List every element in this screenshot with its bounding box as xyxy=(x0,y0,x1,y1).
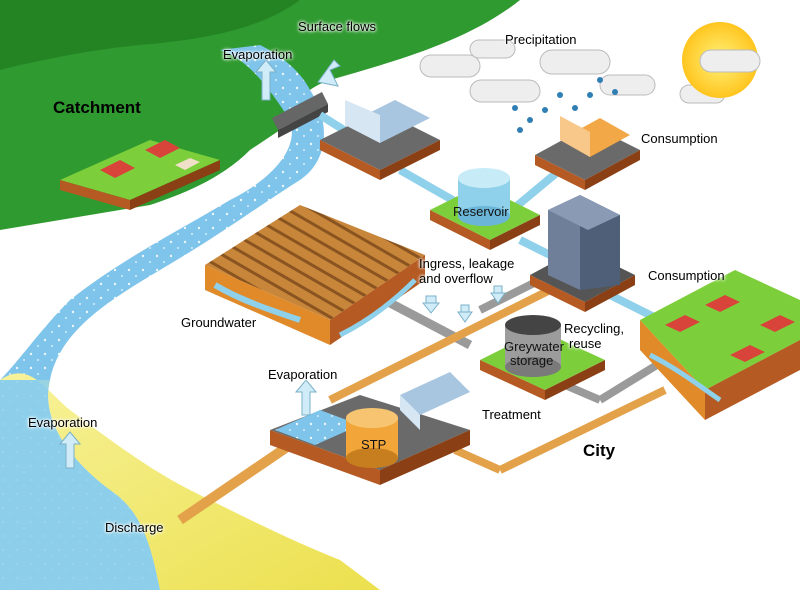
label-reservoir: Reservoir xyxy=(453,204,509,219)
weir xyxy=(272,92,328,138)
groundwater-block xyxy=(205,205,425,345)
evaporation-arrow-top xyxy=(254,59,278,101)
sun xyxy=(682,22,761,98)
label-evaporation-left: Evaporation xyxy=(28,415,98,430)
catchment-village xyxy=(60,140,220,210)
label-consumption-mid: Consumption xyxy=(648,268,725,283)
reservoir-platform xyxy=(430,168,540,250)
evaporation-arrow-left xyxy=(58,431,82,469)
label-recycling-line2: reuse xyxy=(569,336,602,351)
label-surface-flows: Surface flows xyxy=(298,19,377,34)
label-consumption-top: Consumption xyxy=(641,131,718,146)
label-precipitation: Precipitation xyxy=(505,32,577,47)
label-groundwater: Groundwater xyxy=(181,315,257,330)
office-tower xyxy=(530,195,635,312)
beach xyxy=(0,373,380,590)
label-ingress-line1: Ingress, leakage xyxy=(419,256,515,271)
factory-upstream xyxy=(320,100,440,180)
precipitation-clouds xyxy=(419,39,726,133)
label-treatment: Treatment xyxy=(482,407,541,422)
factory-consumption-top xyxy=(535,116,640,190)
label-evaporation-top: Evaporation xyxy=(223,47,293,62)
label-evaporation-mid: Evaporation xyxy=(268,367,338,382)
ingress-arrows xyxy=(421,285,506,323)
evaporation-arrow-mid xyxy=(294,379,318,416)
label-greywater-line2: storage xyxy=(510,353,554,368)
label-ingress-line2: and overflow xyxy=(419,271,493,286)
label-stp: STP xyxy=(361,437,387,452)
city-houses-block xyxy=(640,270,800,420)
stp-platform xyxy=(270,372,470,485)
label-greywater-line1: Greywater xyxy=(504,339,564,354)
label-discharge: Discharge xyxy=(105,520,164,535)
surface-flows-arrow xyxy=(317,59,341,87)
label-city: City xyxy=(583,441,616,460)
label-recycling-line1: Recycling, xyxy=(564,321,624,336)
greywater-storage-platform xyxy=(480,315,605,400)
label-catchment: Catchment xyxy=(53,98,141,117)
